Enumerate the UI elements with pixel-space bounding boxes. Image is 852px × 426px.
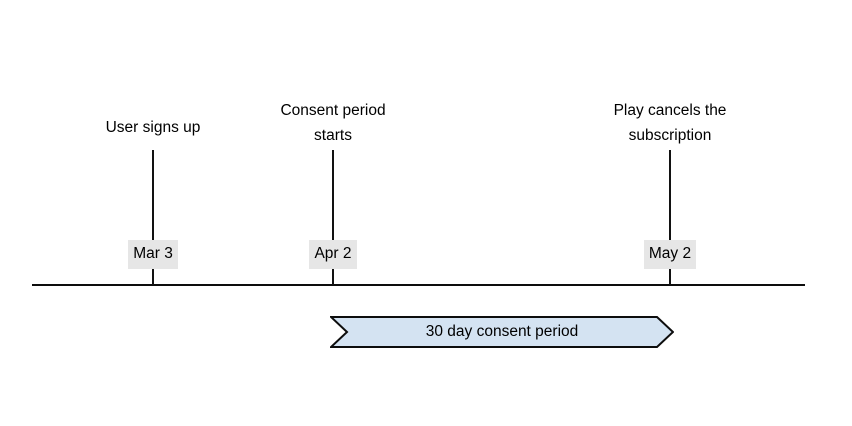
milestone-tick-line (332, 150, 334, 285)
milestone-label: User signs up (105, 119, 201, 136)
milestone-label: Play cancels the subscription (613, 102, 727, 144)
chevron-banner-icon (330, 316, 674, 348)
milestone-date-chip: Apr 2 (273, 240, 393, 269)
consent-period-banner: 30 day consent period (330, 316, 674, 348)
milestone-date-text: Apr 2 (309, 240, 357, 269)
milestone-date-chip: May 2 (610, 240, 730, 269)
milestone-tick-line (669, 150, 671, 285)
consent-period-banner-label: 30 day consent period (425, 323, 579, 340)
milestone-tick-line (152, 150, 154, 285)
milestone-label: Consent period starts (280, 102, 386, 144)
milestone-date-text: May 2 (643, 240, 697, 269)
milestone-date-text: Mar 3 (128, 240, 178, 269)
timeline-axis (32, 284, 805, 286)
milestone-date-chip: Mar 3 (93, 240, 213, 269)
